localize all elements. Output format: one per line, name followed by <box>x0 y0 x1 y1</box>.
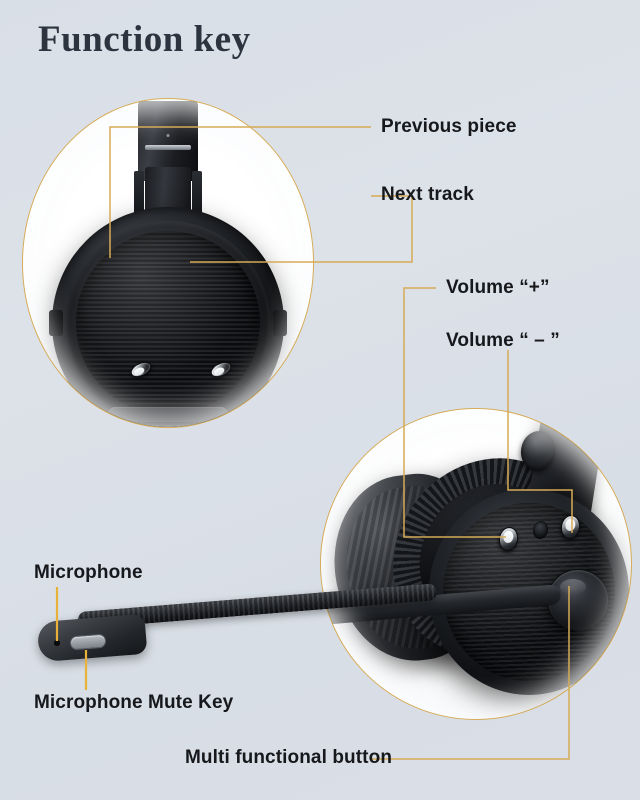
microphone-pinhole <box>54 640 60 646</box>
earcup-notch-right <box>273 310 287 336</box>
label-microphone-mute-key: Microphone Mute Key <box>34 692 234 713</box>
earcup-ribbed-face <box>76 231 260 415</box>
earcup-front-shell <box>49 207 287 427</box>
earcup-notch-left <box>49 310 63 336</box>
inset-bottom-earcup-angled <box>320 408 632 720</box>
label-microphone: Microphone <box>34 562 143 583</box>
label-volume-down: Volume “ – ” <box>446 330 560 351</box>
headband-dot <box>166 134 170 137</box>
label-multi-functional-button: Multi functional button <box>185 747 393 768</box>
inset-top-earcup-front <box>22 98 314 428</box>
label-volume-up: Volume “+” <box>446 277 550 298</box>
page-title: Function key <box>38 19 251 60</box>
earcup-front-illustration <box>23 99 313 427</box>
headband-slot <box>145 145 191 150</box>
label-previous-piece: Previous piece <box>381 116 517 137</box>
multi-functional-button[interactable] <box>547 569 609 631</box>
earcup-angled-illustration <box>321 409 631 719</box>
label-next-track: Next track <box>381 184 474 205</box>
earcup-grille-bar <box>108 407 228 422</box>
